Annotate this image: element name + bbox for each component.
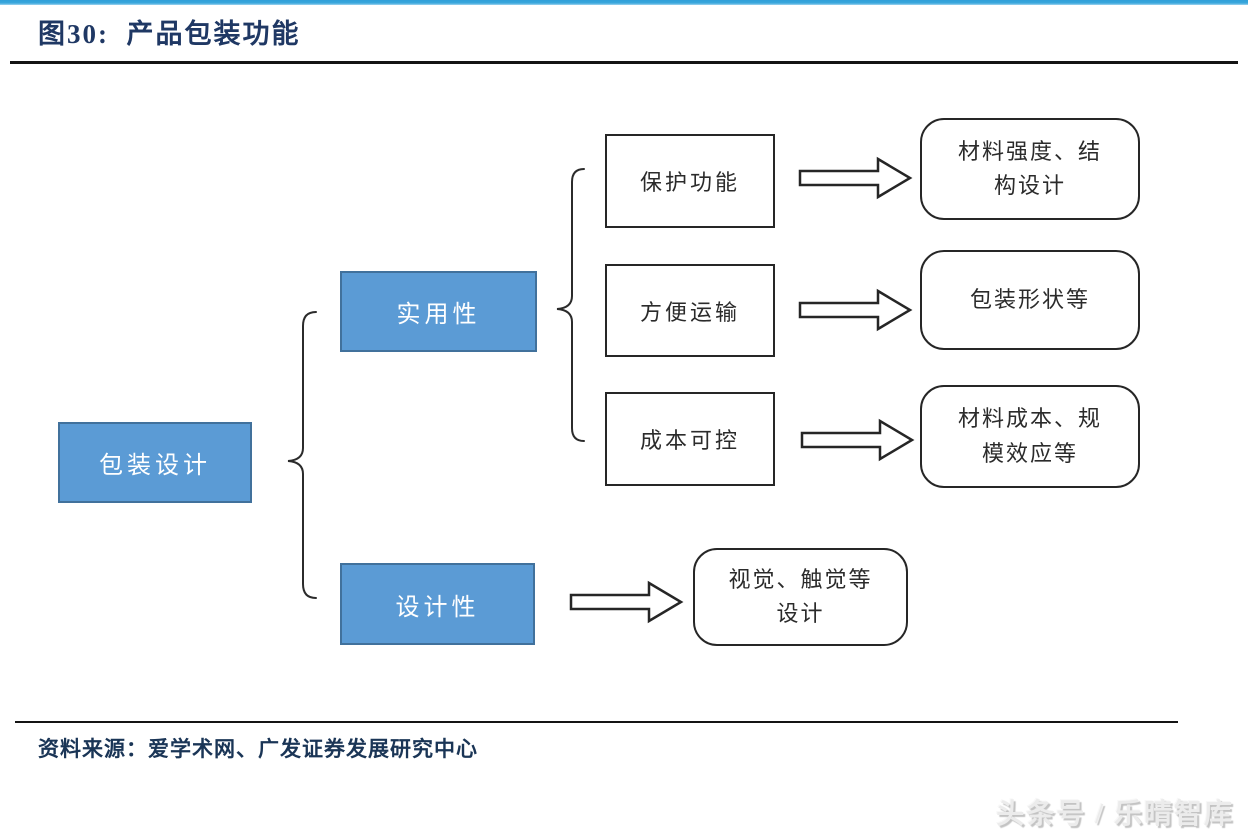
node-material-strength-structure: 材料强度、结构设计 bbox=[920, 118, 1140, 220]
right-arrow-icon bbox=[800, 418, 915, 462]
figure-title: 图30: 产品包装功能 bbox=[38, 19, 301, 49]
source-divider bbox=[15, 721, 1178, 723]
top-accent-bar bbox=[0, 0, 1248, 5]
node-practicality: 实用性 bbox=[340, 271, 537, 352]
node-material-cost-scale: 材料成本、规模效应等 bbox=[920, 385, 1140, 488]
brace-root-to-branches bbox=[287, 311, 317, 599]
watermark-text: 头条号 / 乐晴智库 bbox=[996, 799, 1234, 830]
node-easy-transport: 方便运输 bbox=[605, 264, 775, 357]
node-cost-control: 成本可控 bbox=[605, 392, 775, 486]
node-packaging-shape: 包装形状等 bbox=[920, 250, 1140, 350]
node-packaging-design: 包装设计 bbox=[58, 422, 252, 503]
brace-utility-to-functions bbox=[556, 168, 585, 442]
right-arrow-icon bbox=[569, 580, 684, 624]
node-protection-function: 保护功能 bbox=[605, 134, 775, 228]
node-design-quality: 设计性 bbox=[340, 563, 535, 645]
source-text: 资料来源：爱学术网、广发证券发展研究中心 bbox=[38, 737, 478, 761]
title-divider bbox=[10, 61, 1238, 64]
node-visual-tactile-design: 视觉、触觉等设计 bbox=[693, 548, 908, 646]
right-arrow-icon bbox=[798, 156, 913, 200]
right-arrow-icon bbox=[798, 288, 913, 332]
